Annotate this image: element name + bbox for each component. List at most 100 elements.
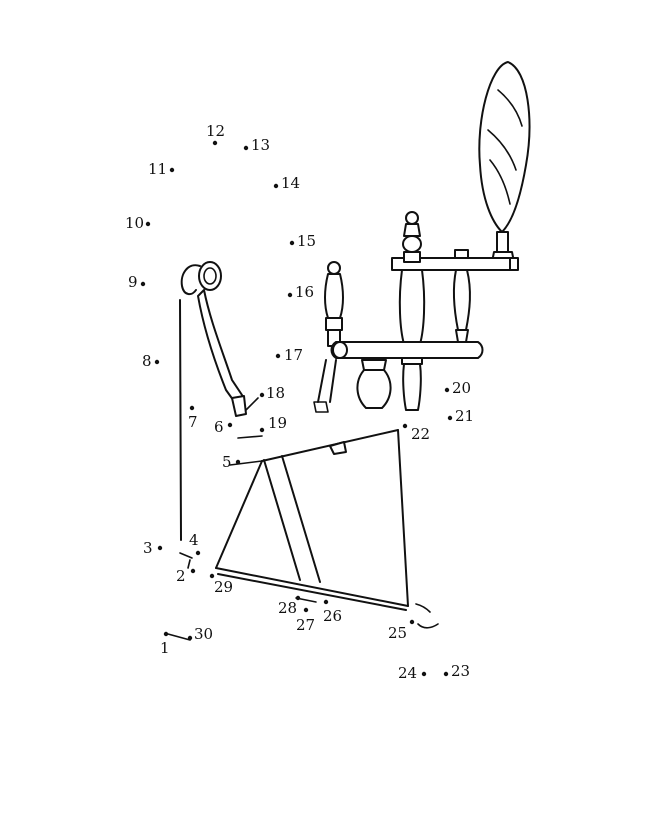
dot-marker xyxy=(243,145,249,151)
dot-number-label: 10 xyxy=(125,214,144,232)
dot-marker xyxy=(303,607,309,613)
dot-number-label: 29 xyxy=(214,578,233,596)
dot-marker xyxy=(145,221,151,227)
numbered-dot-19: 19 xyxy=(259,414,287,433)
dot-number-label: 8 xyxy=(142,352,152,370)
numbered-dot-24: 24 xyxy=(398,664,427,682)
baluster xyxy=(356,359,392,409)
numbered-dot-3: 3 xyxy=(143,539,163,557)
dot-number-label: 26 xyxy=(323,607,342,625)
numbered-dot-18: 18 xyxy=(259,384,285,402)
dot-number-label: 12 xyxy=(206,122,225,140)
crank-handle xyxy=(180,261,247,417)
dot-number-label: 17 xyxy=(284,346,303,364)
dot-number-label: 4 xyxy=(189,531,199,549)
dot-number-label: 3 xyxy=(143,539,153,557)
numbered-dot-26: 26 xyxy=(323,599,342,625)
side-lines xyxy=(167,299,263,641)
numbered-dot-27: 27 xyxy=(296,607,315,634)
dot-number-label: 15 xyxy=(297,232,316,250)
dot-marker xyxy=(190,568,196,574)
dot-marker xyxy=(323,599,329,605)
numbered-dot-14: 14 xyxy=(273,174,300,192)
dot-number-label: 25 xyxy=(388,624,407,642)
numbered-dot-12: 12 xyxy=(206,122,225,146)
dot-number-label: 13 xyxy=(251,136,270,154)
left-upright xyxy=(313,261,344,413)
dot-number-label: 20 xyxy=(452,379,471,397)
dot-marker xyxy=(295,595,301,601)
dot-number-label: 22 xyxy=(411,425,430,443)
dot-marker xyxy=(212,140,218,146)
dot-number-label: 9 xyxy=(128,273,138,291)
dot-marker xyxy=(287,292,293,298)
dot-number-label: 2 xyxy=(176,567,186,585)
numbered-dot-15: 15 xyxy=(289,232,316,250)
dot-number-label: 5 xyxy=(222,453,232,471)
dot-number-label: 18 xyxy=(266,384,285,402)
dot-number-label: 6 xyxy=(214,418,224,436)
dot-marker xyxy=(443,671,449,677)
numbered-dot-8: 8 xyxy=(142,352,160,370)
dot-number-label: 28 xyxy=(278,599,297,617)
numbered-dot-28: 28 xyxy=(278,595,301,617)
dot-number-label: 11 xyxy=(148,160,167,178)
numbered-dot-16: 16 xyxy=(287,283,314,301)
dot-marker xyxy=(259,392,265,398)
dot-marker xyxy=(169,167,175,173)
dot-number-label: 27 xyxy=(296,616,315,634)
dot-number-label: 1 xyxy=(160,639,170,657)
dot-marker xyxy=(444,387,450,393)
dot-number-label: 21 xyxy=(455,407,474,425)
dot-marker xyxy=(157,545,163,551)
dot-marker xyxy=(189,405,195,411)
main-upright xyxy=(398,211,426,411)
dot-marker xyxy=(187,635,193,641)
numbered-dot-1: 1 xyxy=(160,631,170,657)
dot-marker xyxy=(195,550,201,556)
dot-marker xyxy=(402,423,408,429)
dot-marker xyxy=(154,359,160,365)
numbered-dot-13: 13 xyxy=(243,136,270,154)
dot-marker xyxy=(275,353,281,359)
stand-frame xyxy=(215,429,439,629)
dot-marker xyxy=(447,415,453,421)
numbered-dot-20: 20 xyxy=(444,379,471,397)
dot-number-label: 19 xyxy=(268,414,287,432)
numbered-dot-7: 7 xyxy=(188,405,198,431)
numbered-dot-11: 11 xyxy=(148,160,175,178)
numbered-dot-9: 9 xyxy=(128,273,146,291)
numbered-dot-30: 30 xyxy=(187,625,213,643)
dot-marker xyxy=(409,619,415,625)
numbered-dot-22: 22 xyxy=(402,423,430,443)
flyer-assembly xyxy=(391,249,519,343)
numbered-dot-10: 10 xyxy=(125,214,151,232)
numbered-dot-29: 29 xyxy=(209,573,233,596)
dot-number-label: 16 xyxy=(295,283,314,301)
numbered-dot-6: 6 xyxy=(214,418,233,436)
dot-marker xyxy=(140,281,146,287)
dot-marker xyxy=(259,427,265,433)
dot-number-label: 24 xyxy=(398,664,417,682)
dot-marker xyxy=(163,631,169,637)
dot-number-label: 30 xyxy=(194,625,213,643)
numbered-dot-25: 25 xyxy=(388,619,415,642)
distaff xyxy=(478,61,531,263)
numbered-dot-23: 23 xyxy=(443,662,470,680)
numbered-dot-5: 5 xyxy=(222,453,241,471)
dot-marker xyxy=(227,422,233,428)
numbered-dot-2: 2 xyxy=(176,567,196,585)
numbered-dot-21: 21 xyxy=(447,407,474,425)
dot-marker xyxy=(209,573,215,579)
dot-marker xyxy=(289,240,295,246)
spinning-wheel-drawing xyxy=(167,61,531,641)
dot-number-label: 23 xyxy=(451,662,470,680)
dot-marker xyxy=(273,183,279,189)
dot-marker xyxy=(421,671,427,677)
dot-number-label: 14 xyxy=(281,174,300,192)
numbered-dot-17: 17 xyxy=(275,346,303,364)
dot-number-label: 7 xyxy=(188,413,198,431)
